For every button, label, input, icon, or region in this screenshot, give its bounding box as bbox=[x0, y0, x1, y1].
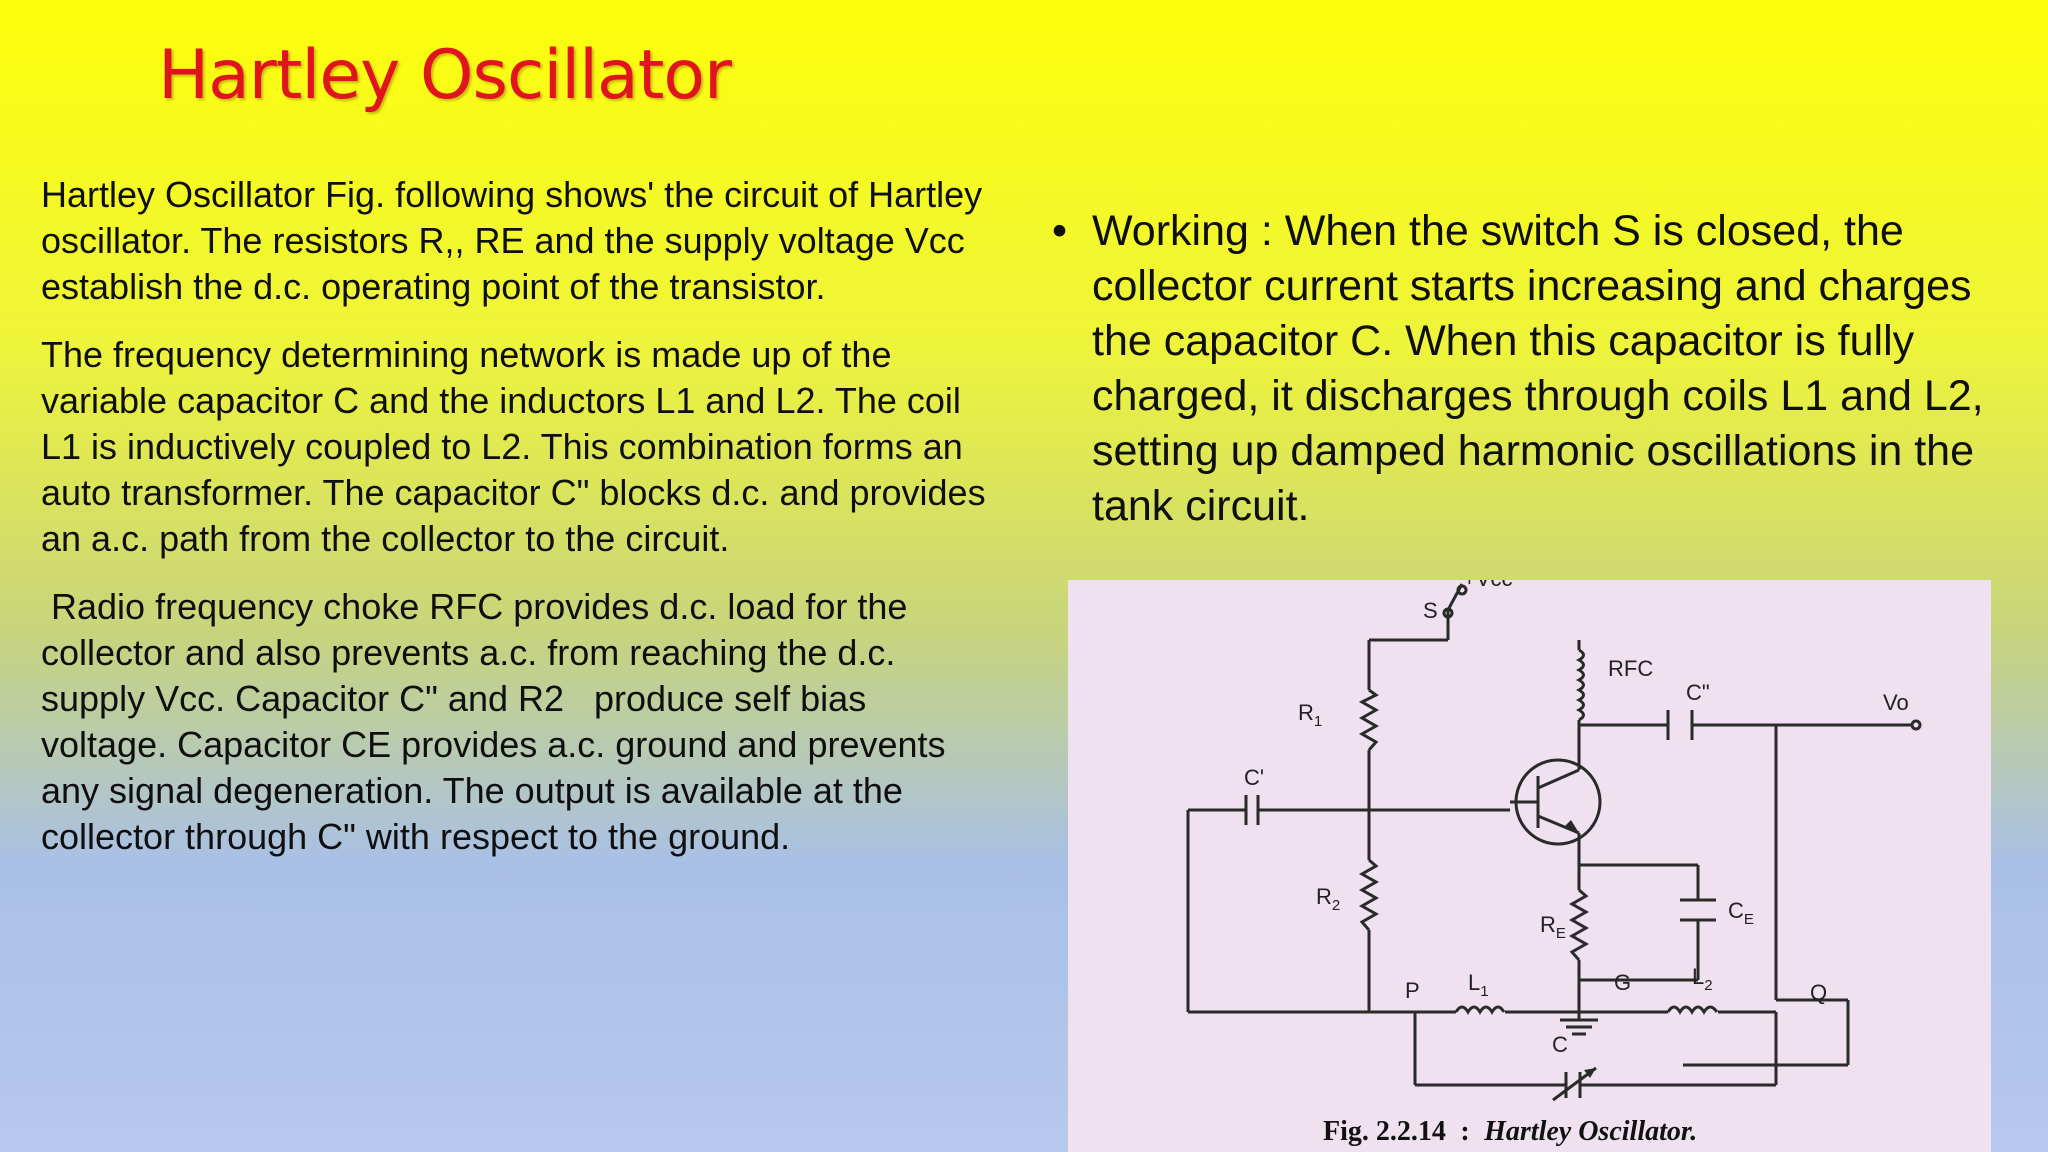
paragraph-3: Radio frequency choke RFC provides d.c. … bbox=[41, 586, 956, 857]
circuit-figure: +Vcc S RFC C" Vo R1 C' R2 RE CE P L1 G L… bbox=[1068, 580, 1991, 1152]
label-r2: R2 bbox=[1316, 884, 1340, 914]
bullet-item: • Working : When the switch S is closed,… bbox=[1052, 204, 2012, 534]
label-s: S bbox=[1423, 598, 1438, 623]
figure-caption: Fig. 2.2.14 : Hartley Oscillator. bbox=[1323, 1116, 1697, 1147]
left-text-column: Hartley Oscillator Fig. following shows'… bbox=[41, 172, 1001, 882]
label-l1: L1 bbox=[1468, 970, 1489, 1000]
label-vo: Vo bbox=[1883, 690, 1909, 715]
bullet-text: Working : When the switch S is closed, t… bbox=[1092, 207, 1984, 530]
circuit-wires bbox=[1186, 583, 1913, 1087]
label-g: G bbox=[1614, 970, 1631, 995]
slide-title: Hartley Oscillator bbox=[158, 36, 732, 115]
label-vcc: +Vcc bbox=[1463, 580, 1513, 591]
right-text-column: • Working : When the switch S is closed,… bbox=[1052, 204, 2012, 534]
label-c-double: C" bbox=[1686, 680, 1710, 705]
variable-arrow-icon bbox=[1584, 1068, 1596, 1078]
label-re: RE bbox=[1540, 912, 1566, 942]
bullet-icon: • bbox=[1052, 207, 1068, 255]
paragraph-2: The frequency determining network is mad… bbox=[41, 334, 986, 559]
label-r1: R1 bbox=[1298, 700, 1322, 730]
circuit-components bbox=[1244, 584, 1922, 1102]
label-l2: L2 bbox=[1692, 964, 1713, 994]
label-q: Q bbox=[1810, 980, 1827, 1005]
circuit-labels: +Vcc S RFC C" Vo R1 C' R2 RE CE P L1 G L… bbox=[1244, 580, 1909, 1057]
label-ce: CE bbox=[1728, 898, 1754, 928]
label-c: C bbox=[1552, 1032, 1568, 1057]
label-p: P bbox=[1405, 978, 1420, 1003]
label-rfc: RFC bbox=[1608, 656, 1653, 681]
label-c-prime: C' bbox=[1244, 765, 1264, 790]
emitter-arrow-icon bbox=[1565, 820, 1579, 833]
hartley-circuit-diagram: +Vcc S RFC C" Vo R1 C' R2 RE CE P L1 G L… bbox=[1186, 580, 1922, 1147]
paragraph-1: Hartley Oscillator Fig. following shows'… bbox=[41, 174, 983, 307]
